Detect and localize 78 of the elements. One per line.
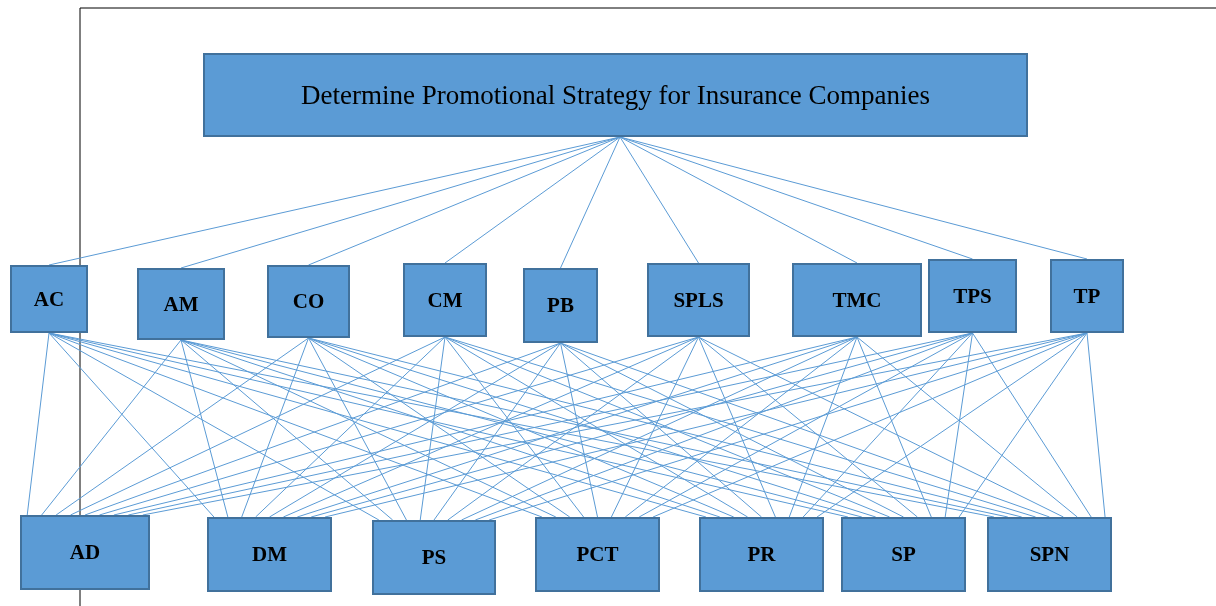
node-label: PS xyxy=(421,545,447,570)
connector-line xyxy=(698,336,776,518)
connector-line xyxy=(560,342,762,518)
connector-line xyxy=(447,336,699,521)
alternative-box xyxy=(20,515,150,590)
connector-line xyxy=(419,336,446,521)
connector-line xyxy=(638,332,973,518)
connector-line xyxy=(444,336,585,518)
criterion-box xyxy=(647,263,750,337)
connector-line xyxy=(624,336,858,518)
connector-line xyxy=(444,136,621,264)
connector-line xyxy=(241,337,309,518)
connector-line xyxy=(48,332,380,521)
criterion-box xyxy=(792,263,922,337)
node-label: PB xyxy=(547,293,574,318)
connector-line xyxy=(474,332,973,521)
alternative-box xyxy=(987,517,1112,592)
goal-box xyxy=(203,53,1028,137)
connector-line xyxy=(560,342,904,518)
connector-line xyxy=(55,337,309,516)
connector-line xyxy=(180,339,557,518)
connector-line xyxy=(698,336,918,518)
goal-label: Determine Promotional Strategy for Insurance Companies xyxy=(300,79,931,111)
connector-line xyxy=(433,342,561,521)
connector-line xyxy=(610,336,699,518)
connector-line xyxy=(41,339,182,516)
connector-line xyxy=(944,332,973,518)
connector-line xyxy=(308,337,571,518)
connector-line xyxy=(48,332,215,518)
connector-line xyxy=(788,336,858,518)
connector-line xyxy=(84,342,561,516)
node-label: PR xyxy=(747,542,776,567)
connector-line xyxy=(802,332,973,518)
node-label: AD xyxy=(69,540,101,565)
criterion-box xyxy=(137,268,225,340)
node-label: SPLS xyxy=(673,287,724,313)
connector-line xyxy=(560,136,621,269)
connector-line xyxy=(856,336,932,518)
node-label: AM xyxy=(163,291,199,317)
connector-line xyxy=(1086,332,1106,518)
connector-line xyxy=(619,136,973,260)
alternative-box xyxy=(841,517,966,592)
criterion-box xyxy=(1050,259,1124,333)
node-label: DM xyxy=(252,542,287,567)
connector-line xyxy=(269,342,561,518)
connector-line xyxy=(444,336,749,518)
node-label: CO xyxy=(292,289,325,314)
node-label: PCT xyxy=(576,542,619,567)
connector-line xyxy=(308,337,407,521)
connector-line xyxy=(308,136,621,266)
criterion-box xyxy=(10,265,88,333)
criterion-box xyxy=(928,259,1017,333)
node-label: AC xyxy=(33,286,65,312)
criterion-box xyxy=(403,263,487,337)
connector-line xyxy=(70,336,446,516)
alternative-box xyxy=(699,517,824,592)
connector-line xyxy=(619,136,699,264)
criterion-box xyxy=(267,265,350,338)
node-label: CM xyxy=(427,287,463,313)
connector-line xyxy=(652,332,1088,518)
connector-line xyxy=(180,339,229,518)
node-label: SPN xyxy=(1029,542,1070,567)
connector-line xyxy=(560,342,598,518)
connector-line xyxy=(816,332,1088,518)
alternative-box xyxy=(207,517,332,592)
node-label: TMC xyxy=(832,287,882,313)
connector-line xyxy=(180,339,394,521)
connector-line xyxy=(26,332,50,516)
alternative-box xyxy=(535,517,660,592)
alternative-box xyxy=(372,520,496,595)
connector-line xyxy=(255,336,446,518)
connector-line xyxy=(856,336,1078,518)
connector-line xyxy=(619,136,858,264)
node-label: TPS xyxy=(953,283,992,309)
node-label: TP xyxy=(1073,283,1101,309)
connector-line xyxy=(698,336,1064,518)
criterion-box xyxy=(523,268,598,343)
node-label: SP xyxy=(891,542,916,567)
